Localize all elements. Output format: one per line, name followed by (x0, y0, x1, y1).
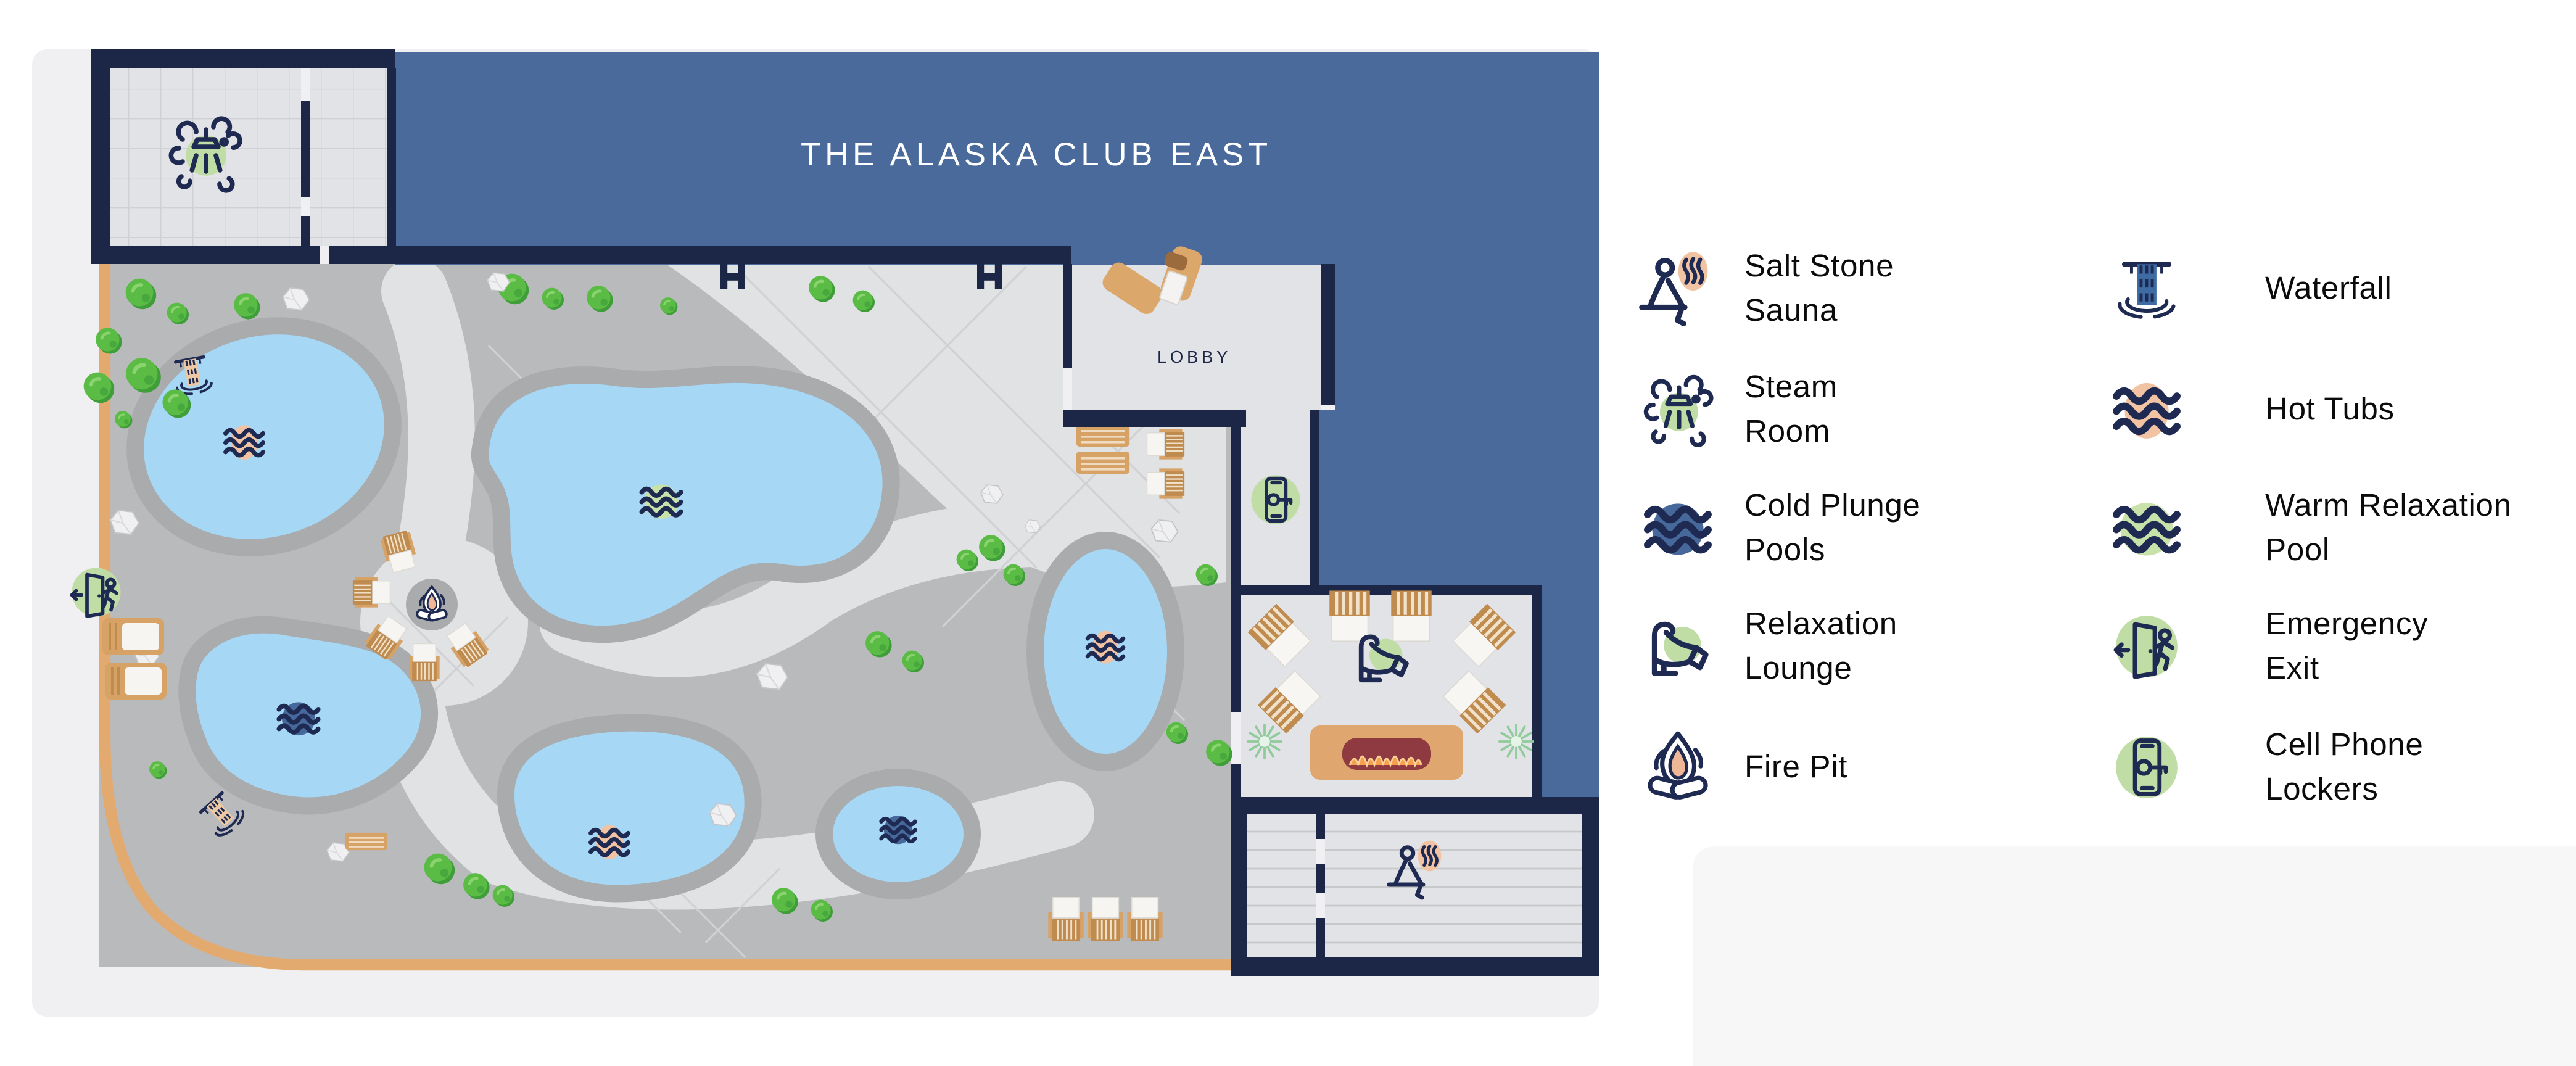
lobby-label: LOBBY (1157, 347, 1231, 366)
fireplace (1310, 725, 1463, 780)
deck-lounger (1048, 896, 1084, 941)
lounge-chair-icon (1636, 605, 1720, 689)
legend-backdrop-card (1693, 846, 2576, 1066)
building: LOBBY THE ALASKA CLUB EAST (91, 49, 1599, 976)
steam-room (110, 68, 387, 246)
exit-door-icon (2105, 605, 2189, 689)
waterfall-icon (2105, 247, 2189, 331)
fire-pit-area (352, 529, 490, 682)
building-roof-east (1318, 264, 1599, 797)
legend-item-waterfall: Waterfall (2105, 229, 2512, 349)
map-title: THE ALASKA CLUB EAST (801, 136, 1272, 173)
lounger (104, 661, 168, 701)
warm-waves-icon (2105, 486, 2189, 570)
lobby-chaise (1102, 246, 1202, 314)
pool-hot-tub-south (497, 714, 762, 903)
bench (345, 832, 387, 851)
relaxation-lounge (1248, 590, 1535, 780)
legend-item-hot-tubs: Hot Tubs (2105, 349, 2512, 469)
cell-phone-lockers-icon (1251, 475, 1300, 524)
building-roof (395, 52, 1599, 265)
deck-lounger (1088, 896, 1123, 941)
deck-chair (1146, 429, 1185, 460)
hot-waves-icon (2105, 366, 2189, 450)
legend-label: Waterfall (2265, 269, 2392, 307)
deck-chair (1146, 468, 1185, 499)
bench (1076, 424, 1130, 447)
legend-label: Hot Tubs (2265, 389, 2395, 426)
cold-waves-icon (1636, 486, 1720, 570)
legend-label: Fire Pit (1744, 747, 1847, 784)
legend-item-fire-pit: Fire Pit (1636, 707, 1921, 827)
lounger (101, 617, 165, 656)
deck-curb (99, 262, 1231, 971)
person-sauna-icon (1636, 247, 1720, 331)
emergency-exit-icon (72, 568, 120, 616)
bench (1076, 452, 1130, 474)
walls (91, 49, 1599, 976)
pool-warm-relaxation (471, 365, 900, 643)
deck-lounger (1127, 896, 1163, 941)
campfire-icon (1636, 725, 1720, 809)
phone-key-icon (2105, 725, 2189, 809)
steam-shower-icon (1636, 366, 1720, 450)
sauna-rooms (1247, 814, 1582, 957)
